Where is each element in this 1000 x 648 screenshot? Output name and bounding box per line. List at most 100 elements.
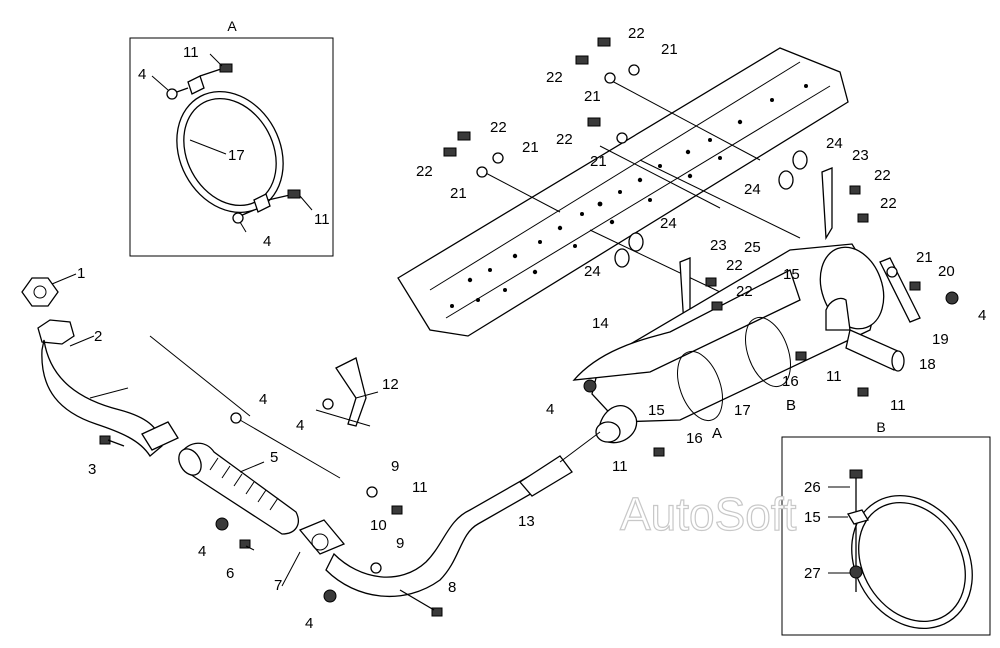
washer-21-top-3 bbox=[616, 132, 628, 144]
callout-11-a: 11 bbox=[412, 479, 428, 496]
frame-rail-edge-2 bbox=[445, 85, 831, 319]
callout-22-e: 22 bbox=[416, 163, 433, 180]
washer-21-top-4 bbox=[492, 152, 504, 164]
bolt-line-bottom bbox=[267, 194, 291, 201]
callout-24-a: 24 bbox=[826, 135, 843, 152]
callout-4-f: 4 bbox=[978, 307, 986, 324]
bolt-22-d bbox=[857, 213, 869, 223]
flange-hole bbox=[311, 533, 329, 551]
nut-b bbox=[849, 565, 863, 579]
callout-1: 1 bbox=[77, 265, 85, 282]
front-pipe-flange bbox=[141, 421, 179, 451]
nut-bottom bbox=[232, 212, 244, 224]
detail-a-label-4-bottom: 4 bbox=[263, 233, 271, 250]
callout-14: 14 bbox=[592, 315, 609, 332]
callout-13: 13 bbox=[518, 513, 535, 530]
bolt-22-top-4 bbox=[457, 131, 471, 141]
muffler-band-2 bbox=[745, 316, 791, 388]
cross-line-1 bbox=[609, 79, 761, 161]
detail-a-label-4-top: 4 bbox=[138, 66, 146, 83]
detail-a-title: A bbox=[227, 18, 237, 34]
leader-a-11-bottom bbox=[299, 195, 313, 211]
pipe-flange-2 bbox=[37, 319, 75, 345]
bolt-22-top-2 bbox=[575, 55, 589, 65]
callout-10: 10 bbox=[370, 517, 387, 534]
nut-4-right bbox=[945, 291, 959, 305]
intermediate-pipe-13 bbox=[298, 431, 601, 598]
clamp-lug-bottom bbox=[253, 193, 271, 213]
callout-23-b: 23 bbox=[710, 237, 727, 254]
callout-6: 6 bbox=[226, 565, 234, 582]
callout-21-f: 21 bbox=[916, 249, 933, 266]
intermediate-to-muffler-line bbox=[559, 431, 601, 463]
callout-22-f: 22 bbox=[874, 167, 891, 184]
frame-rail-holes bbox=[450, 84, 808, 308]
muffler-band bbox=[677, 350, 723, 422]
clamp-lug-top bbox=[187, 75, 205, 95]
washer-21-top-2 bbox=[604, 72, 616, 84]
tailpipe-18 bbox=[845, 329, 901, 371]
bolt-11-mid bbox=[391, 505, 403, 515]
bolt-22-top-5 bbox=[443, 147, 457, 157]
gasket-hole bbox=[33, 285, 47, 299]
detail-b-label-27: 27 bbox=[804, 565, 821, 582]
bolt-8-shaft bbox=[399, 589, 435, 611]
callout-5: 5 bbox=[270, 449, 278, 466]
cross-line-4 bbox=[639, 159, 801, 239]
detail-a-label-17: 17 bbox=[228, 147, 245, 164]
callout-4-b: 4 bbox=[296, 417, 304, 434]
bolt-20 bbox=[909, 281, 921, 291]
detail-b-label-15: 15 bbox=[804, 509, 821, 526]
rubber-mount-24-c bbox=[628, 232, 644, 252]
washer-21-top-5 bbox=[476, 166, 488, 178]
callout-22-c: 22 bbox=[490, 119, 507, 136]
heat-shield-14 bbox=[572, 269, 801, 381]
callout-12: 12 bbox=[382, 376, 399, 393]
callout-4-d: 4 bbox=[305, 615, 313, 632]
bolt-22-b bbox=[711, 301, 723, 311]
rubber-mount-24-b bbox=[778, 170, 794, 190]
clamp-ring-b-outer bbox=[851, 494, 973, 630]
front-exhaust-pipe bbox=[21, 277, 179, 457]
intermediate-flange-7 bbox=[298, 519, 346, 555]
front-pipe-2 bbox=[41, 339, 163, 457]
leader-a-4-top bbox=[151, 75, 169, 91]
frame-rail-body bbox=[397, 47, 849, 337]
callout-16-a: 16 bbox=[782, 373, 799, 390]
bolt-head-bottom bbox=[287, 189, 301, 199]
bolt-22-top-1 bbox=[597, 37, 611, 47]
callout-21-a: 21 bbox=[661, 41, 678, 58]
support-bracket-12 bbox=[335, 357, 367, 427]
frame-rail-edge-1 bbox=[429, 61, 801, 291]
callout-8: 8 bbox=[448, 579, 456, 596]
nut-4-flex bbox=[215, 517, 229, 531]
callout-15-b: 15 bbox=[648, 402, 665, 419]
clamp-ring-b-inner bbox=[858, 501, 966, 623]
detail-a-label-11-bottom: 11 bbox=[314, 211, 330, 228]
nut-top bbox=[166, 88, 178, 100]
callout-11-b: 11 bbox=[612, 458, 628, 475]
callout-2: 2 bbox=[94, 328, 102, 345]
callout-16-b: 16 bbox=[686, 430, 703, 447]
washer-9-bottom bbox=[370, 562, 382, 574]
washer-9-top bbox=[366, 486, 378, 498]
detail-view-b: B 26 15 27 bbox=[781, 419, 991, 636]
callout-labels: 1 2 3 4 4 4 4 4 4 5 6 7 8 9 9 10 11 11 1… bbox=[77, 25, 986, 632]
callout-22-d: 22 bbox=[556, 131, 573, 148]
callout-24-b: 24 bbox=[744, 181, 761, 198]
callout-21-e: 21 bbox=[450, 185, 467, 202]
bolt-22-a bbox=[705, 277, 717, 287]
muffler-body bbox=[591, 243, 881, 423]
bolt-22-top-3 bbox=[587, 117, 601, 127]
fasteners bbox=[99, 37, 959, 617]
nut-4-top bbox=[230, 412, 242, 424]
flex-pipe-inlet-ring bbox=[178, 448, 202, 476]
view-marker-a: A bbox=[712, 425, 722, 442]
callout-21-b: 21 bbox=[584, 88, 601, 105]
callout-21-d: 21 bbox=[590, 153, 607, 170]
callout-leaders bbox=[51, 273, 379, 587]
hanger-bracket-23-right bbox=[821, 167, 833, 241]
detail-b-title: B bbox=[876, 419, 885, 435]
bolt-11-clamp bbox=[653, 447, 665, 457]
